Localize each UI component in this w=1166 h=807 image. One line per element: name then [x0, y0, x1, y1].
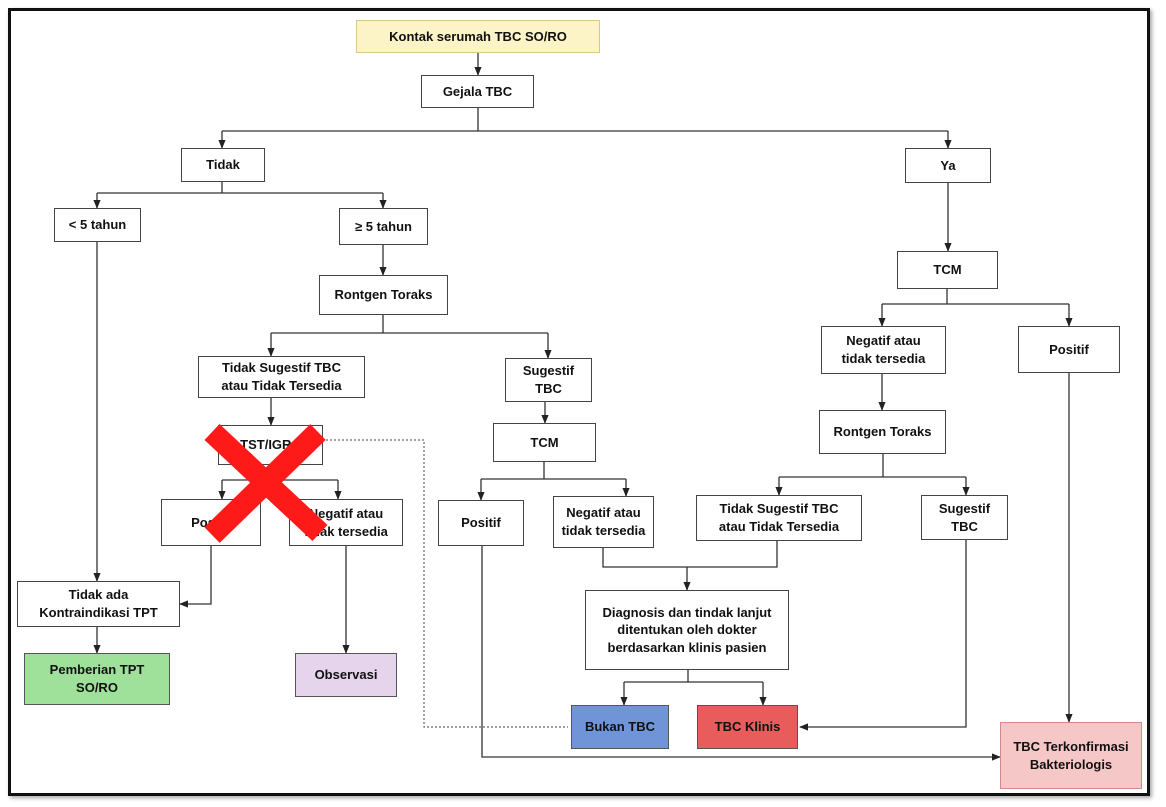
node-tcm-mid: TCM [493, 423, 596, 462]
node-tidak-sugestif-right: Tidak Sugestif TBC atau Tidak Tersedia [696, 495, 862, 541]
node-under-5: < 5 tahun [54, 208, 141, 242]
node-tidak-ada-kontraindikasi: Tidak ada Kontraindikasi TPT [17, 581, 180, 627]
node-diagnosis: Diagnosis dan tindak lanjut ditentukan o… [585, 590, 789, 670]
node-sugestif-mid: Sugestif TBC [505, 358, 592, 402]
node-rontgen-left: Rontgen Toraks [319, 275, 448, 315]
node-tcm-right: TCM [897, 251, 998, 289]
node-positif-right: Positif [1018, 326, 1120, 373]
node-negatif-right: Negatif atau tidak tersedia [821, 326, 946, 374]
node-rontgen-right: Rontgen Toraks [819, 410, 946, 454]
node-tbc-klinis: TBC Klinis [697, 705, 798, 749]
node-tidak: Tidak [181, 148, 265, 182]
node-start: Kontak serumah TBC SO/RO [356, 20, 600, 53]
node-tidak-sugestif-left: Tidak Sugestif TBC atau Tidak Tersedia [198, 356, 365, 398]
node-sugestif-right: Sugestif TBC [921, 495, 1008, 540]
diagram-frame [8, 8, 1150, 796]
node-bukan-tbc: Bukan TBC [571, 705, 669, 749]
node-tbc-terkonfirmasi: TBC Terkonfirmasi Bakteriologis [1000, 722, 1142, 789]
node-ya: Ya [905, 148, 991, 183]
node-over-5: ≥ 5 tahun [339, 208, 428, 245]
node-positif-mid: Positif [438, 500, 524, 546]
node-observasi: Observasi [295, 653, 397, 697]
node-pemberian-tpt: Pemberian TPT SO/RO [24, 653, 170, 705]
node-negatif-tst: Negatif atau tidak tersedia [289, 499, 403, 546]
node-negatif-mid: Negatif atau tidak tersedia [553, 496, 654, 548]
node-gejala: Gejala TBC [421, 75, 534, 108]
